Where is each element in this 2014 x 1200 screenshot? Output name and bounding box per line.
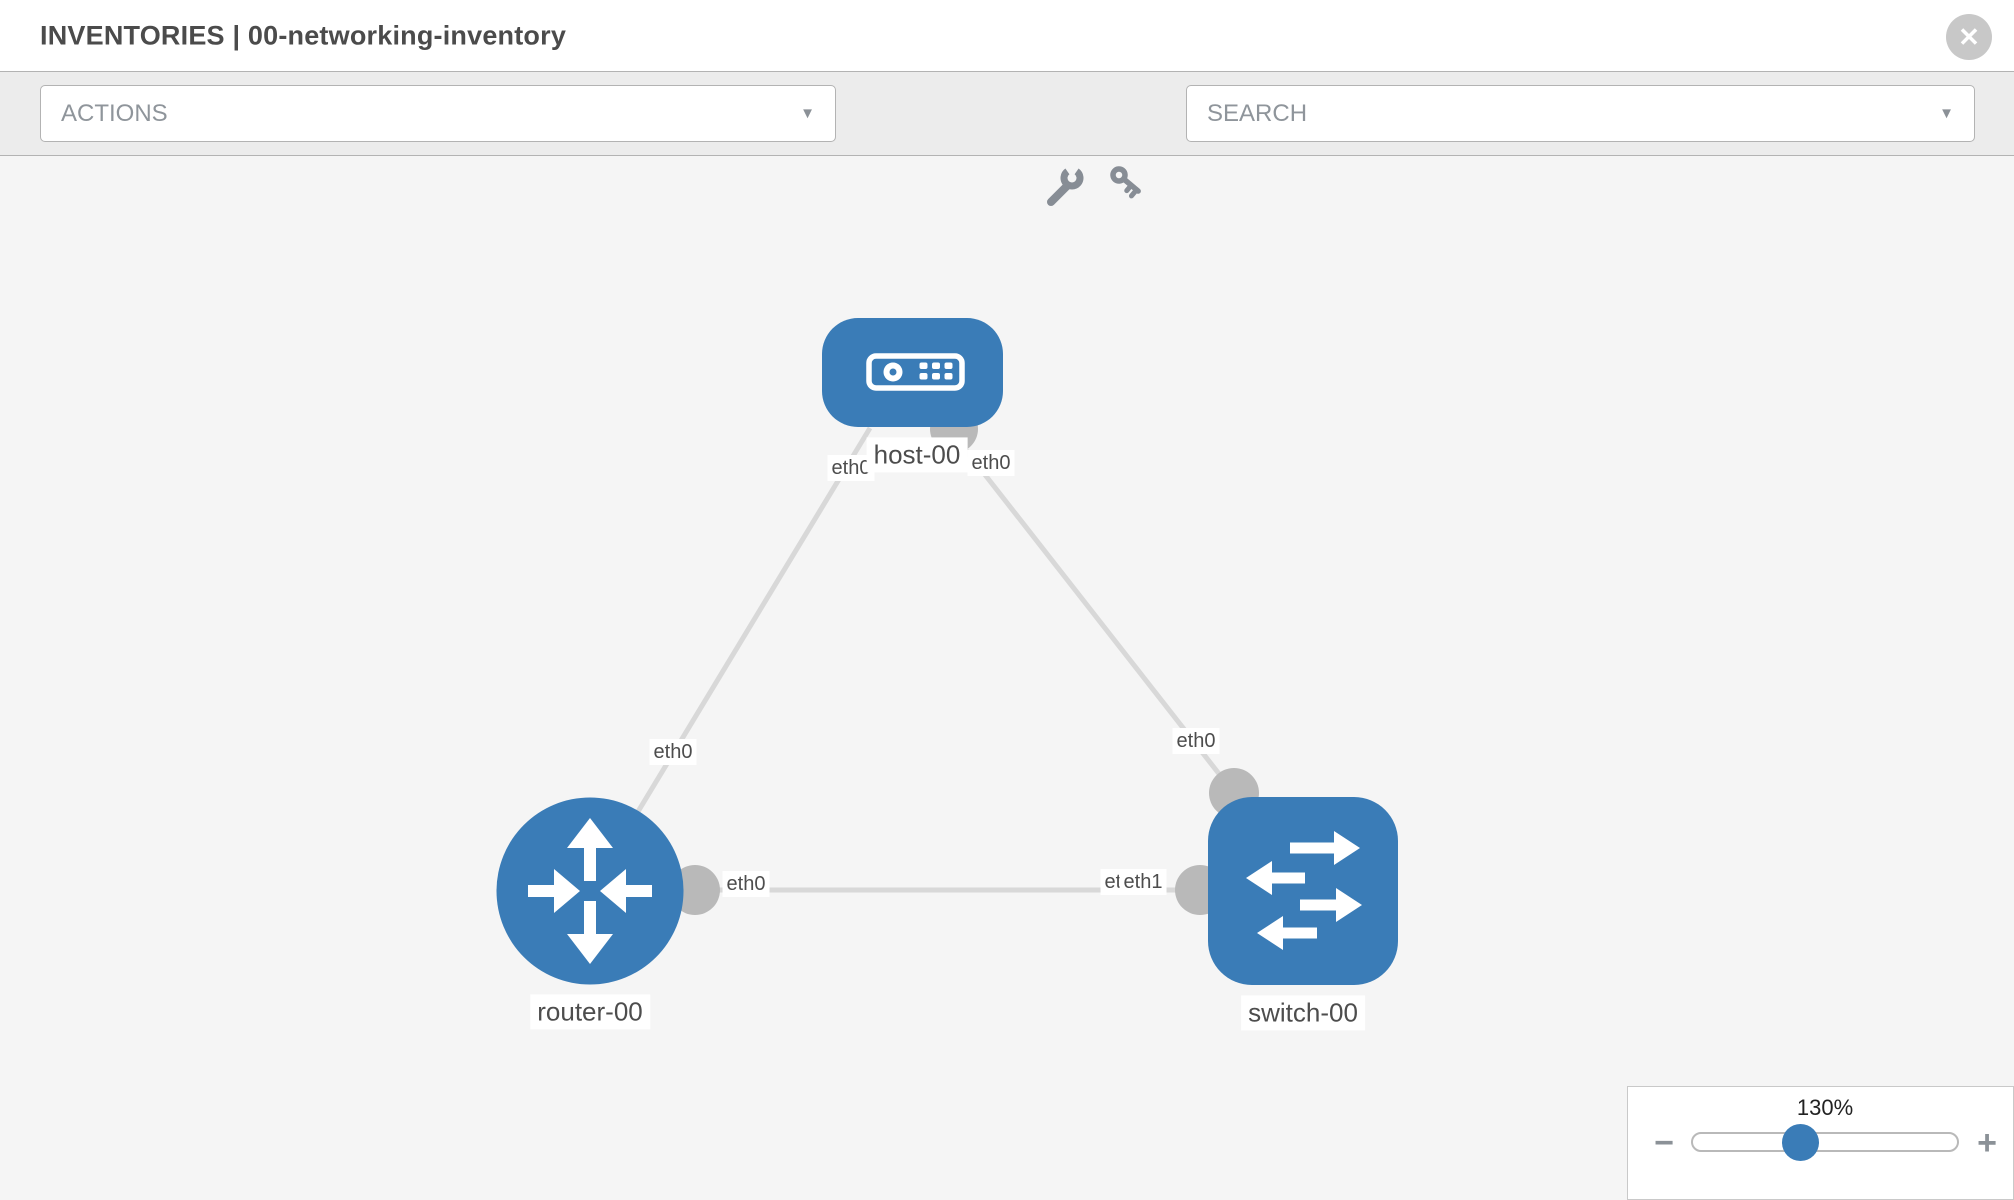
zoom-out-button[interactable]: − <box>1654 1126 1674 1160</box>
page-title: INVENTORIES | 00-networking-inventory <box>40 20 567 50</box>
node-label-router: router-00 <box>530 994 650 1030</box>
zoom-in-button[interactable]: + <box>1977 1126 1997 1160</box>
chevron-down-icon: ▼ <box>1939 105 1954 122</box>
interface-label: eth0 <box>722 871 770 897</box>
header-bar: INVENTORIES | 00-networking-inventory ✕ <box>0 0 2014 72</box>
toolbar-icon-group <box>1044 166 1150 206</box>
close-button[interactable]: ✕ <box>1946 14 1992 60</box>
minus-icon: − <box>1654 1124 1674 1162</box>
interface-label: eth0 <box>649 739 697 765</box>
node-switch-00[interactable] <box>1208 797 1398 985</box>
host-node-shape[interactable] <box>822 318 1003 427</box>
chevron-down-icon: ▼ <box>800 105 815 122</box>
zoom-level-value: 130% <box>1796 1095 1854 1120</box>
search-dropdown[interactable]: SEARCH ▼ <box>1186 85 1975 142</box>
host-icon <box>866 353 965 391</box>
search-dropdown-label: SEARCH <box>1207 99 1308 127</box>
zoom-control-panel: 130% − + <box>1627 1086 2014 1200</box>
wrench-icon[interactable] <box>1044 166 1084 206</box>
actions-dropdown-label: ACTIONS <box>61 99 168 127</box>
node-label-switch: switch-00 <box>1241 995 1365 1031</box>
topology-links <box>587 426 1236 893</box>
interface-label: eth0 <box>1172 728 1220 754</box>
router-icon <box>528 818 652 964</box>
toolbar: ACTIONS ▼ SEARCH ▼ <box>0 72 2014 206</box>
zoom-slider-track[interactable] <box>1691 1132 1959 1152</box>
switch-node-shape[interactable] <box>1208 797 1398 985</box>
close-icon: ✕ <box>1958 22 1980 52</box>
switch-icon <box>1246 831 1362 950</box>
router-node-shape[interactable] <box>496 797 684 985</box>
key-icon[interactable] <box>1110 166 1150 206</box>
plus-icon: + <box>1977 1124 1997 1162</box>
node-router-00[interactable] <box>496 797 684 985</box>
node-host-00[interactable] <box>822 318 1003 427</box>
interface-bubbles <box>670 405 1259 915</box>
interface-label: eth0 <box>967 450 1015 476</box>
zoom-slider-handle[interactable] <box>1782 1124 1819 1161</box>
interface-label: eth1 <box>1119 869 1167 895</box>
actions-dropdown[interactable]: ACTIONS ▼ <box>40 85 836 142</box>
node-label-host: host-00 <box>866 437 968 473</box>
